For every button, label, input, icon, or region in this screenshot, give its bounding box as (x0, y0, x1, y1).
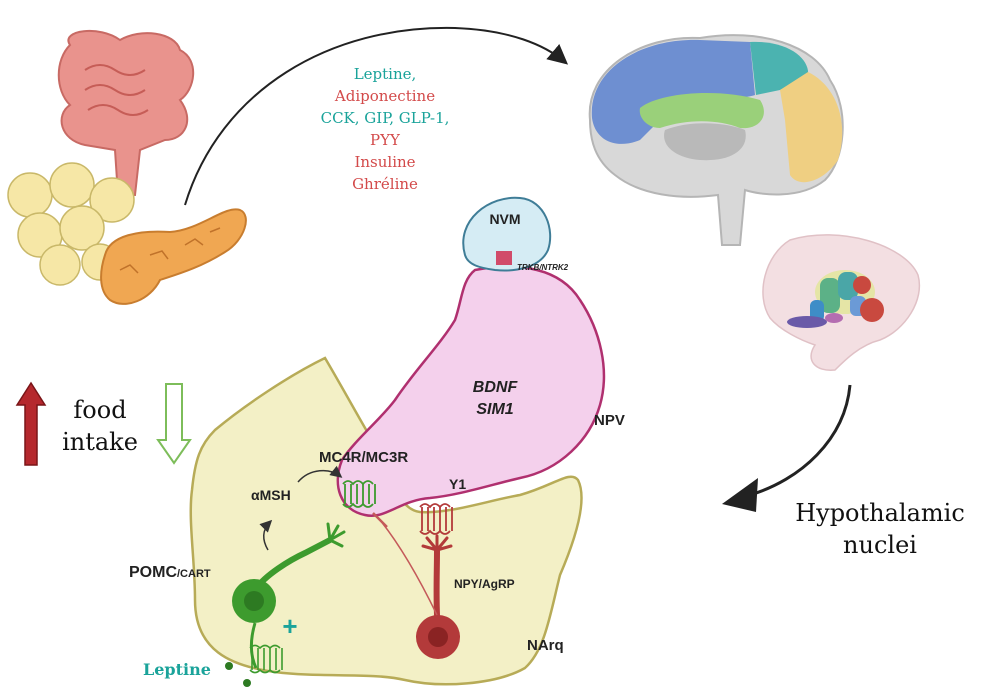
signal-label: Insuline (354, 153, 415, 171)
signal-list: Leptine, Adiponectine CCK, GIP, GLP-1, P… (321, 65, 450, 193)
leptin-dot (225, 662, 233, 670)
pancreas-icon (100, 208, 247, 305)
hypothalamic-arrow (749, 384, 852, 497)
pomc-text: POMC (129, 564, 177, 581)
y1-label: Y1 (449, 476, 466, 492)
leptin-receptor-icon (249, 644, 283, 674)
signal-label: Adiponectine (334, 87, 435, 105)
food-intake-down-arrow (156, 383, 192, 465)
pomc-label: POMC/CART (129, 564, 211, 581)
mc4r-label: MC4R/MC3R (319, 449, 408, 466)
brain-icon (588, 34, 844, 246)
trkb-label: TRKB/NTRK2 (517, 263, 569, 272)
signal-label: PYY (370, 131, 401, 149)
food-intake-label: intake (62, 428, 138, 456)
amsh-label: αMSH (251, 487, 291, 503)
y1-receptor-icon (419, 503, 453, 535)
bdnf-label: BDNF (473, 379, 519, 396)
food-intake-up-arrow (15, 381, 47, 466)
food-intake-label: food (73, 396, 126, 424)
intestine-icon (57, 29, 195, 196)
mc4r-arrow (297, 465, 343, 483)
plus-sign: + (282, 611, 297, 641)
sim1-label: SIM1 (476, 401, 513, 418)
leptin-dot (243, 679, 251, 687)
narq-label: NArq (527, 637, 564, 654)
nvm-region (462, 196, 552, 272)
signal-label: CCK, GIP, GLP-1, (321, 109, 450, 127)
cart-text: /CART (177, 568, 211, 580)
signal-label: Leptine, (354, 65, 417, 83)
hypothalamic-arrowhead (722, 478, 758, 512)
signal-arrow (184, 26, 569, 206)
npy-neuron (372, 512, 460, 659)
npv-label: NPV (594, 412, 625, 429)
npy-label: NPY/AgRP (454, 577, 515, 591)
pomc-neuron (232, 522, 346, 669)
trkb-receptor (496, 251, 512, 265)
signal-label: Ghréline (352, 175, 418, 193)
amsh-arrow (259, 519, 273, 551)
hypothalamic-label: Hypothalamic (795, 499, 965, 527)
hypothalamus-icon (762, 234, 921, 371)
leptine-label: Leptine (143, 660, 211, 679)
nvm-label: NVM (489, 211, 520, 227)
mc4r-receptor-icon (342, 480, 376, 508)
npv-region (336, 265, 606, 518)
hypothalamic-label: nuclei (843, 531, 917, 559)
